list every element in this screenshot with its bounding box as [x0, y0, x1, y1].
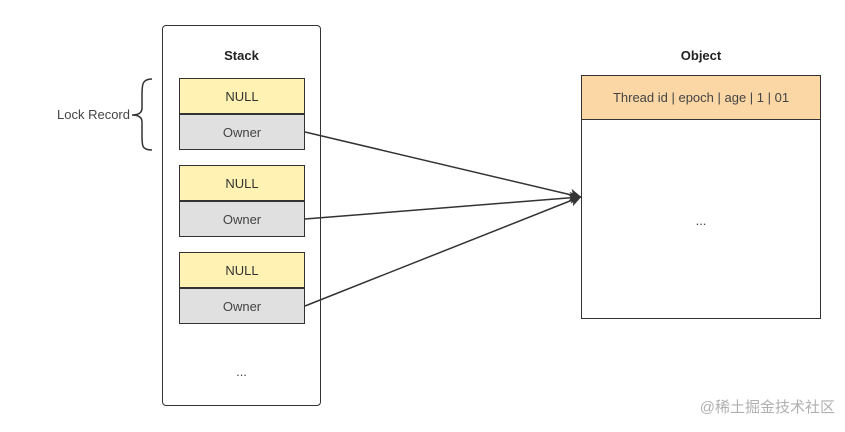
lock-record-brace — [131, 78, 153, 151]
stack-ellipsis: ... — [236, 364, 247, 379]
lock-record-1-owner-cell: Owner — [179, 114, 305, 150]
owner-1-pointer-arrow — [304, 131, 582, 201]
lock-record-2-owner-cell: Owner — [179, 201, 305, 237]
lock-record-2-null-cell: NULL — [179, 165, 305, 201]
owner-2-pointer-arrow — [304, 191, 582, 220]
object-ellipsis: ... — [695, 213, 707, 228]
object-header: Thread id | epoch | age | 1 | 01 — [581, 75, 821, 120]
lock-record-3-owner-cell: Owner — [179, 288, 305, 324]
watermark: @稀土掘金技术社区 — [699, 399, 835, 416]
lock-record-1-null-cell: NULL — [179, 78, 305, 114]
object-title: Object — [680, 48, 722, 63]
lock-record-3-null-cell: NULL — [179, 252, 305, 288]
owner-3-pointer-arrow — [304, 195, 582, 307]
stack-title: Stack — [224, 48, 259, 63]
lock-record-label: Lock Record — [57, 107, 130, 122]
